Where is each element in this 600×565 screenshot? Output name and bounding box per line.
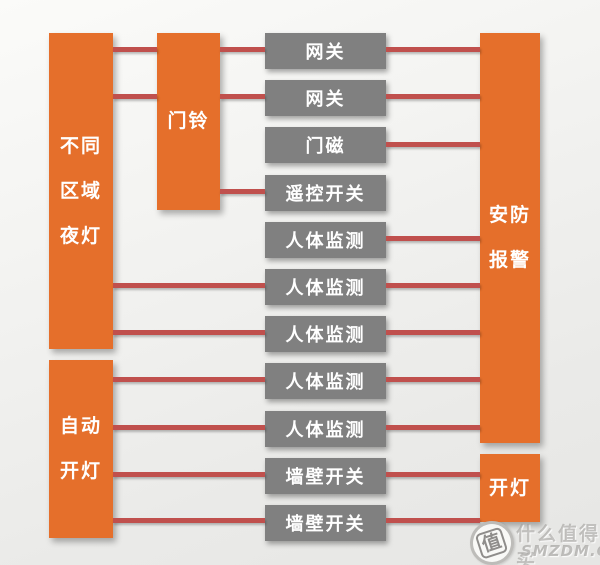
scene-security-alarm-box: 安防 报警 <box>480 33 540 443</box>
connector-line <box>386 425 480 430</box>
scene-night-light-box: 不同 区域 夜灯 <box>49 33 113 349</box>
connector-line <box>113 518 265 523</box>
scene-auto-light-line1: 自动 <box>59 415 102 437</box>
connector-line <box>220 94 265 99</box>
device-body-sensor-4: 人体监测 <box>265 363 386 399</box>
device-body-sensor-5: 人体监测 <box>265 411 386 447</box>
connector-line <box>113 472 265 477</box>
watermark-site-domain: SMZDM.COM <box>521 542 600 560</box>
watermark-site-name: 什么值得买 <box>516 523 600 565</box>
connector-line <box>386 94 480 99</box>
device-body-sensor-3: 人体监测 <box>265 316 386 352</box>
connector-line <box>113 94 157 99</box>
device-gateway-1: 网关 <box>265 33 386 69</box>
device-gateway-2: 网关 <box>265 80 386 116</box>
smzdm-stamp-icon: 值 <box>465 516 519 565</box>
connector-line <box>113 330 265 335</box>
device-remote-switch: 遥控开关 <box>265 175 386 211</box>
connector-line <box>113 283 265 288</box>
connector-line <box>386 518 480 523</box>
scene-light-on-label: 开灯 <box>488 476 531 499</box>
scene-night-light-line1: 不同 <box>59 134 102 157</box>
scene-night-light-line2: 区域 <box>59 179 102 202</box>
connector-line <box>386 47 480 52</box>
connector-line <box>386 283 480 288</box>
connector-line <box>386 142 480 147</box>
device-body-sensor-2: 人体监测 <box>265 269 386 305</box>
device-wall-switch-1: 墙壁开关 <box>265 458 386 494</box>
connector-line <box>220 47 265 52</box>
device-door-sensor: 门磁 <box>265 127 386 163</box>
connector-line <box>113 47 157 52</box>
scene-security-alarm-line2: 报警 <box>488 249 531 271</box>
smzdm-stamp-char: 值 <box>475 526 509 560</box>
device-body-sensor-1: 人体监测 <box>265 222 386 258</box>
connector-line <box>220 189 265 194</box>
connector-line <box>386 330 480 335</box>
scene-light-on-box: 开灯 <box>480 454 540 522</box>
connector-line <box>113 425 265 430</box>
connector-line <box>113 377 265 382</box>
scene-auto-light-line2: 开灯 <box>59 460 102 482</box>
scene-auto-light-box: 自动 开灯 <box>49 360 113 538</box>
device-wall-switch-2: 墙壁开关 <box>265 505 386 541</box>
connector-line <box>386 377 480 382</box>
node-doorbell-label: 门铃 <box>167 110 210 132</box>
scene-night-light-line3: 夜灯 <box>59 224 102 247</box>
node-doorbell-box: 门铃 <box>157 33 220 210</box>
connector-line <box>386 472 480 477</box>
scene-security-alarm-line1: 安防 <box>488 204 531 226</box>
connector-line <box>386 236 480 241</box>
